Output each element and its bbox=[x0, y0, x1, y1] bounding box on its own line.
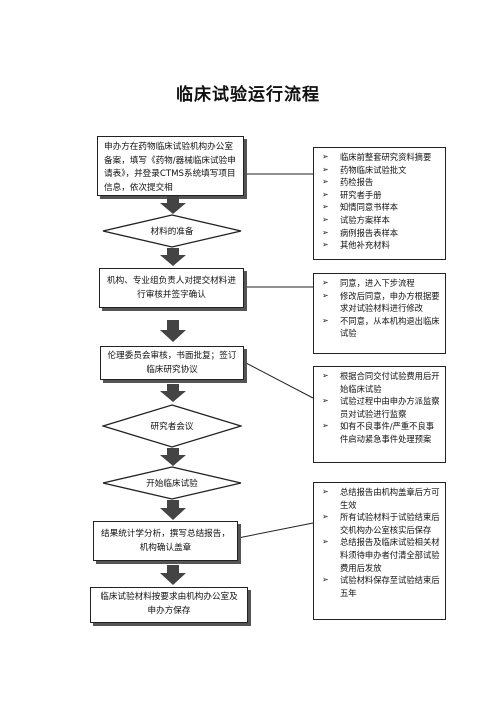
down-arrow-icon bbox=[160, 500, 186, 520]
arrow-bullet-icon: ➢ bbox=[322, 240, 329, 250]
note-list-item-text: 根据合同交付试验费用后开始临床试验 bbox=[340, 371, 440, 394]
note-list-item: ➢ 研究者手册 bbox=[318, 189, 441, 202]
note-list-item: ➢ 总结报告由机构盖章后方可生效 bbox=[318, 486, 441, 511]
note-list-item: ➢ 所有试验材料于试验结束后交机构办公室核实后保存 bbox=[318, 511, 441, 536]
note-list-item: ➢ 药物临床试验批文 bbox=[318, 164, 441, 177]
arrow-bullet-icon: ➢ bbox=[322, 421, 329, 431]
page-title: 临床试验运行流程 bbox=[176, 85, 320, 105]
down-arrow-icon bbox=[160, 448, 186, 466]
note-list-item: ➢ 其他补充材料 bbox=[318, 239, 441, 252]
arrow-bullet-icon: ➢ bbox=[322, 575, 329, 585]
down-arrow-icon bbox=[160, 565, 186, 585]
note-list-item: ➢ 不同意，从本机构退出临床试验 bbox=[318, 315, 441, 340]
decision-material-prep-label: 材料的准备 bbox=[150, 227, 194, 237]
arrow-bullet-icon: ➢ bbox=[322, 177, 329, 187]
arrow-bullet-icon: ➢ bbox=[322, 214, 329, 224]
connector-line bbox=[243, 361, 314, 399]
arrow-bullet-icon: ➢ bbox=[322, 290, 329, 300]
note-list-item: ➢ 修改后同意，申办方根据要求对试验材料进行修改 bbox=[318, 290, 441, 315]
note-list-item-text: 研究者手册 bbox=[340, 189, 382, 200]
step-archive-box: 临床试验材料按要求由机构办公室及申办方保存 bbox=[90, 587, 248, 623]
note-list-item-text: 病例报告表样本 bbox=[340, 227, 399, 238]
arrow-bullet-icon: ➢ bbox=[322, 537, 329, 547]
note-list-item-text: 试验材料保存至试验结束后五年 bbox=[340, 575, 440, 598]
down-arrow-icon bbox=[160, 248, 186, 266]
arrow-bullet-icon: ➢ bbox=[322, 512, 329, 522]
arrow-bullet-icon: ➢ bbox=[322, 315, 329, 325]
arrow-bullet-icon: ➢ bbox=[322, 189, 329, 199]
down-arrow-icon bbox=[160, 320, 186, 342]
note-materials-list: ➢ 临床前整套研究资料摘要 ➢ 药物临床试验批文 ➢ 药检报告 ➢ 研究者手册 ➢ 知情同意书样本… bbox=[313, 147, 446, 260]
arrow-bullet-icon: ➢ bbox=[322, 371, 329, 380]
step-registration-text: 申办方在药物临床试验机构办公室备案，填写《药物/器械临床试验申请表》，并登录CT… bbox=[104, 142, 236, 193]
note-list-item: ➢ 药检报告 bbox=[318, 176, 441, 189]
note-list-item-text: 药物临床试验批文 bbox=[340, 164, 407, 175]
note-list-item: ➢ 试验方案样本 bbox=[318, 214, 441, 227]
arrow-bullet-icon: ➢ bbox=[322, 202, 329, 212]
note-list-item: ➢ 如有不良事件/严重不良事件启动紧急事件处理预案 bbox=[318, 420, 441, 445]
note-list-item: ➢ 病例报告表样本 bbox=[318, 227, 441, 240]
arrow-bullet-icon: ➢ bbox=[322, 278, 329, 287]
step-ethics-text: 伦理委员会审核，书面批复；签订临床研究协议 bbox=[107, 351, 237, 375]
decision-investigator-meeting: 研究者会议 bbox=[102, 404, 242, 448]
decision-start-trial-label: 开始临床试验 bbox=[146, 479, 198, 489]
step-analysis-box: 结果统计学分析，撰写总结报告，机构确认盖章 bbox=[93, 521, 238, 561]
note-list-item-text: 试验过程中由申办方派监察员对试验进行监察 bbox=[340, 396, 440, 419]
step-analysis-text: 结果统计学分析，撰写总结报告，机构确认盖章 bbox=[101, 529, 230, 553]
arrow-bullet-icon: ➢ bbox=[322, 164, 329, 174]
down-arrow-icon bbox=[160, 384, 186, 402]
note-list-item: ➢ 同意，进入下步流程 bbox=[318, 277, 441, 290]
note-list-item: ➢ 试验材料保存至试验结束后五年 bbox=[318, 574, 441, 599]
note-list-item-text: 其他补充材料 bbox=[340, 240, 390, 251]
note-list-item-text: 知情同意书样本 bbox=[340, 202, 399, 213]
note-list-item-text: 所有试验材料于试验结束后交机构办公室核实后保存 bbox=[340, 512, 440, 535]
note-list-item-text: 临床前整套研究资料摘要 bbox=[340, 152, 432, 162]
decision-material-prep: 材料的准备 bbox=[102, 214, 242, 248]
note-review-outcomes: ➢ 同意，进入下步流程 ➢ 修改后同意，申办方根据要求对试验材料进行修改 ➢ 不同意，从本… bbox=[313, 273, 446, 354]
connector-line bbox=[237, 522, 314, 539]
note-list-item: ➢ 试验过程中由申办方派监察员对试验进行监察 bbox=[318, 395, 441, 420]
step-registration-box: 申办方在药物临床试验机构办公室备案，填写《药物/器械临床试验申请表》，并登录CT… bbox=[97, 136, 244, 196]
note-list-item-text: 修改后同意，申办方根据要求对试验材料进行修改 bbox=[340, 290, 440, 314]
arrow-bullet-icon: ➢ bbox=[322, 396, 329, 406]
note-list-item-text: 药检报告 bbox=[340, 177, 374, 188]
step-review-text: 机构、专业组负责人对提交材料进行审核并签字确认 bbox=[107, 276, 236, 300]
arrow-bullet-icon: ➢ bbox=[322, 152, 329, 161]
decision-start-trial: 开始临床试验 bbox=[102, 466, 242, 500]
step-archive-text: 临床试验材料按要求由机构办公室及申办方保存 bbox=[100, 592, 238, 616]
note-list-item: ➢ 临床前整套研究资料摘要 bbox=[318, 151, 441, 164]
down-arrow-icon bbox=[160, 196, 186, 214]
note-list-item-text: 试验方案样本 bbox=[340, 214, 390, 225]
note-closeout: ➢总结报告由机构盖章后方可生效➢所有试验材料于试验结束后交机构办公室核实后保存➢… bbox=[313, 482, 446, 620]
note-list-item: ➢ 根据合同交付试验费用后开始临床试验 bbox=[318, 370, 441, 395]
arrow-bullet-icon: ➢ bbox=[322, 487, 329, 496]
note-list-item-text: 不同意，从本机构退出临床试验 bbox=[340, 315, 440, 339]
step-ethics-box: 伦理委员会审核，书面批复；签订临床研究协议 bbox=[100, 346, 244, 380]
note-trial-conduct: ➢根据合同交付试验费用后开始临床试验➢试验过程中由申办方派监察员对试验进行监察➢… bbox=[313, 366, 446, 463]
decision-investigator-meeting-label: 研究者会议 bbox=[150, 422, 194, 432]
arrow-bullet-icon: ➢ bbox=[322, 227, 329, 237]
note-list-item: ➢ 知情同意书样本 bbox=[318, 201, 441, 214]
note-list-item-text: 总结报告由机构盖章后方可生效 bbox=[340, 487, 440, 510]
note-list-item-text: 同意，进入下步流程 bbox=[340, 278, 415, 288]
note-list-item-text: 如有不良事件/严重不良事件启动紧急事件处理预案 bbox=[340, 421, 435, 444]
note-list-item: ➢ 总结报告及临床试验相关材料须待申办者付清全部试验费用后发放 bbox=[318, 536, 441, 574]
note-list-item-text: 总结报告及临床试验相关材料须待申办者付清全部试验费用后发放 bbox=[340, 537, 440, 573]
step-review-box: 机构、专业组负责人对提交材料进行审核并签字确认 bbox=[99, 268, 244, 308]
